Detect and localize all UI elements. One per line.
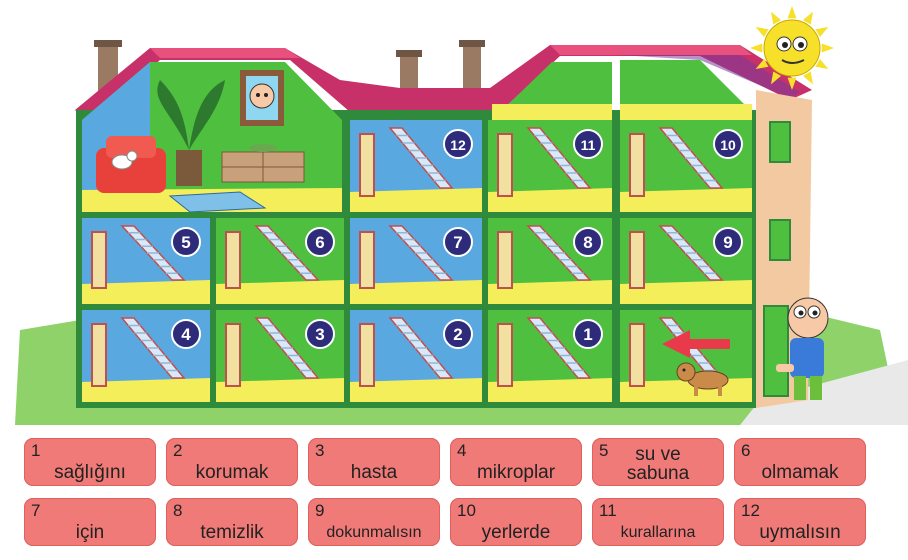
room-number-badge-7: 7 <box>443 227 473 257</box>
sidewalk <box>740 360 908 425</box>
room-number-text: 11 <box>581 137 596 153</box>
card-number: 5 <box>599 441 609 460</box>
room-number-badge-5: 5 <box>171 227 201 257</box>
room-number-badge-3: 3 <box>305 319 335 349</box>
card-number: 4 <box>457 441 467 460</box>
dresser <box>221 144 305 183</box>
card-word-line2: sabuna <box>626 463 690 484</box>
word-card-2[interactable]: 2 korumak <box>166 438 298 486</box>
card-word: uymalısın <box>759 522 841 543</box>
word-card-6[interactable]: 6 olmamak <box>734 438 866 486</box>
room-number-badge-8: 8 <box>573 227 603 257</box>
word-card-10[interactable]: 10 yerlerde <box>450 498 582 546</box>
card-word: sağlığını <box>54 462 126 483</box>
card-number: 2 <box>173 441 183 460</box>
portrait-frame <box>240 70 284 126</box>
arrow-left-icon <box>662 330 730 358</box>
card-number: 7 <box>31 501 41 520</box>
room-number-text: 9 <box>723 233 732 252</box>
sun-icon <box>750 6 834 90</box>
dog-icon <box>676 362 729 396</box>
chimney <box>400 55 418 93</box>
card-word: yerlerde <box>481 522 551 543</box>
room-number-text: 5 <box>181 233 190 252</box>
word-card-1[interactable]: 1 sağlığını <box>24 438 156 486</box>
room-top-3 <box>620 120 752 212</box>
word-card-4[interactable]: 4 mikroplar <box>450 438 582 486</box>
word-card-7[interactable]: 7 için <box>24 498 156 546</box>
room-number-badge-11: 11 <box>573 129 603 159</box>
card-number: 10 <box>457 501 476 520</box>
room-number-text: 10 <box>720 137 736 153</box>
room-number-text: 1 <box>583 325 592 344</box>
word-card-grid: 1 sağlığını 2 korumak 3 hasta 4 mikroplar 5 su ve… <box>24 438 874 554</box>
room-number-badge-2: 2 <box>443 319 473 349</box>
chimney <box>463 44 481 92</box>
card-number: 3 <box>315 441 325 460</box>
card-number: 12 <box>741 501 760 520</box>
room-number-badge-6: 6 <box>305 227 335 257</box>
card-word: olmamak <box>761 462 839 483</box>
room-number-text: 4 <box>181 325 191 344</box>
room-number-text: 8 <box>583 233 592 252</box>
room-number-badge-1: 1 <box>573 319 603 349</box>
card-word: temizlik <box>200 522 264 543</box>
room-r2-c4 <box>488 310 612 402</box>
card-number: 6 <box>741 441 751 460</box>
card-word: için <box>75 522 105 543</box>
cat-icon <box>111 150 138 170</box>
room-number-badge-9: 9 <box>713 227 743 257</box>
card-word: mikroplar <box>476 462 556 483</box>
boy-character-icon <box>776 297 829 400</box>
room-number-text: 7 <box>453 233 462 252</box>
word-card-8[interactable]: 8 temizlik <box>166 498 298 546</box>
room-number-badge-10: 10 <box>713 129 743 159</box>
card-word: dokunmalısın <box>326 524 422 541</box>
room-r2-c3 <box>350 310 482 402</box>
room-number-text: 3 <box>315 325 324 344</box>
room-number-text: 12 <box>450 137 466 153</box>
card-number: 9 <box>315 501 325 520</box>
room-number-badge-4: 4 <box>171 319 201 349</box>
room-number-badge-12: 12 <box>443 129 473 159</box>
card-number: 11 <box>599 501 617 520</box>
word-card-12[interactable]: 12 uymalısın <box>734 498 866 546</box>
card-word-line1: su ve <box>635 444 681 465</box>
card-number: 1 <box>31 441 41 460</box>
card-word: korumak <box>195 462 269 483</box>
room-number-text: 2 <box>453 325 462 344</box>
card-word: hasta <box>350 462 398 483</box>
card-number: 8 <box>173 501 183 520</box>
card-word: kurallarına <box>620 524 696 541</box>
plant <box>157 80 225 186</box>
word-card-3[interactable]: 3 hasta <box>308 438 440 486</box>
room-number-text: 6 <box>315 233 324 252</box>
